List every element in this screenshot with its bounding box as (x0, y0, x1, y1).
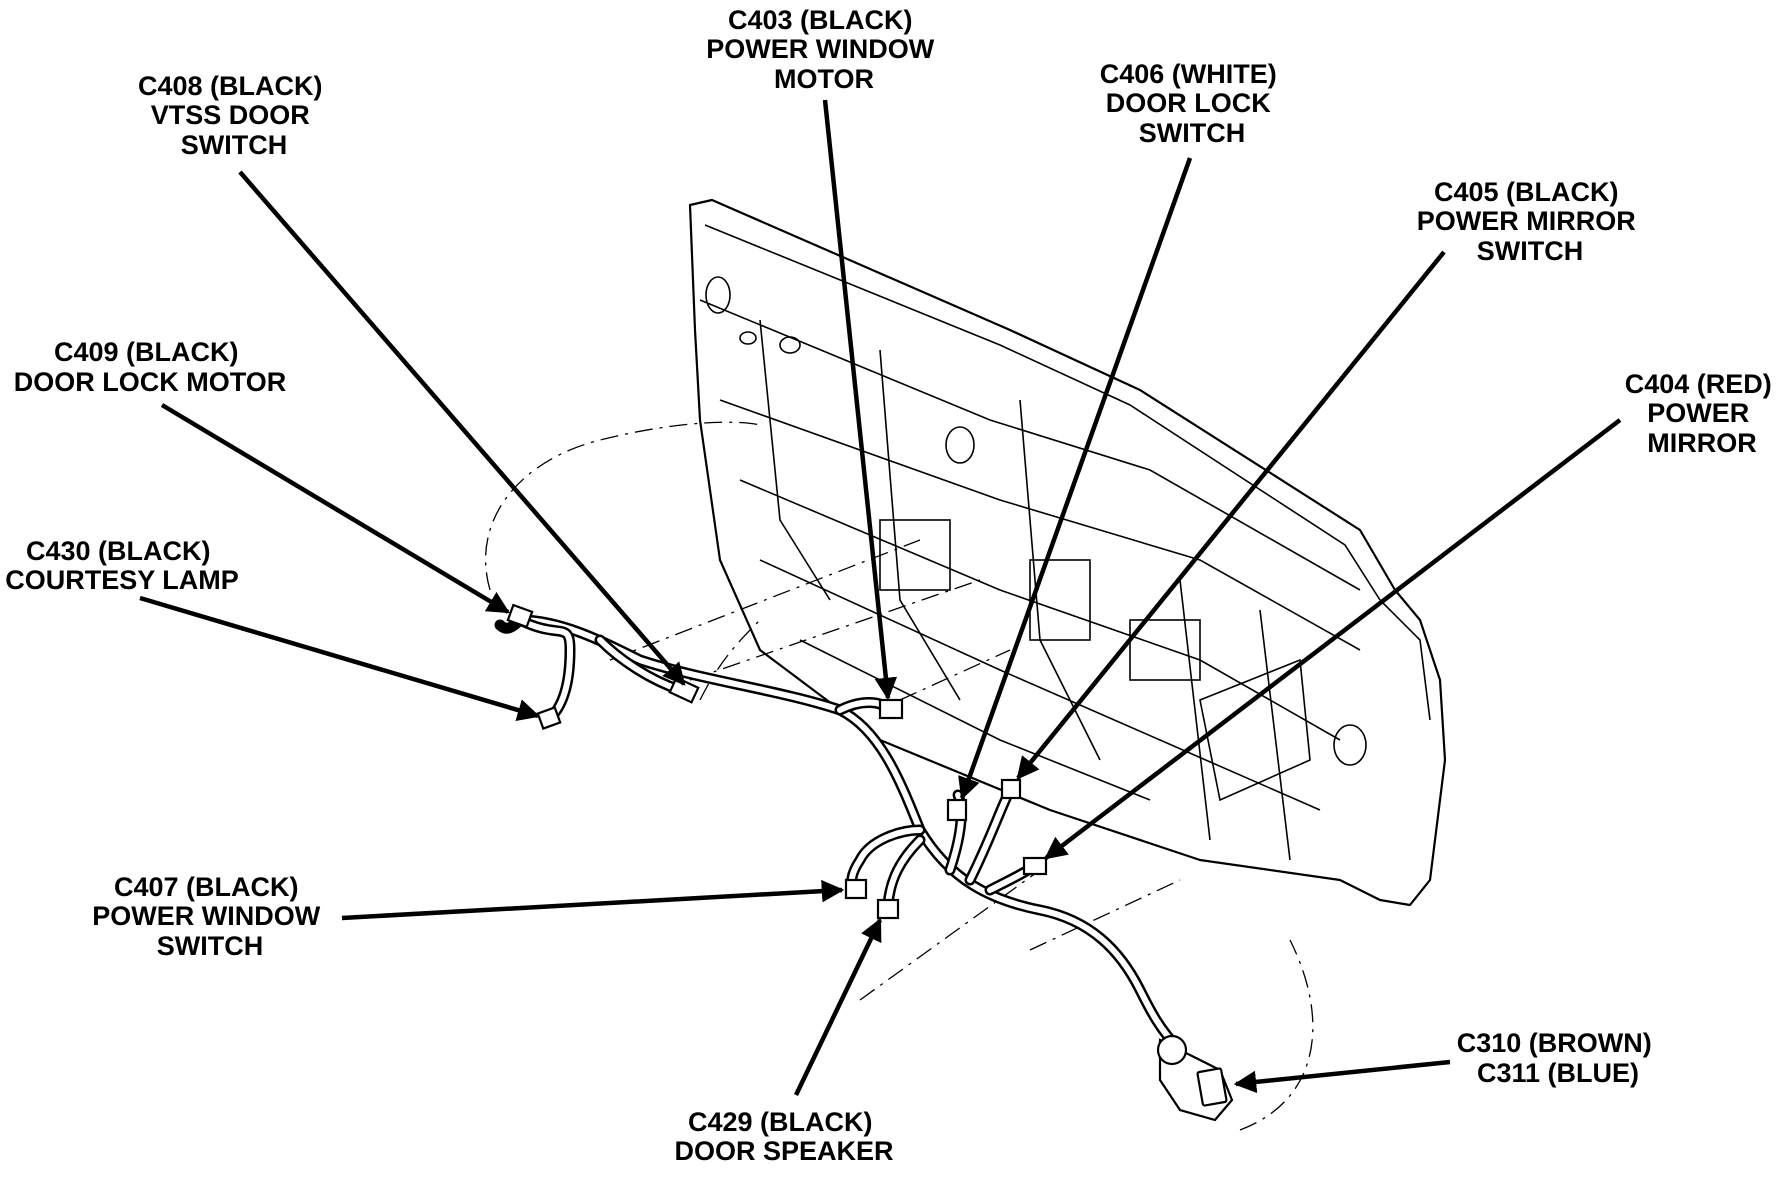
label-c429: C429 (BLACK) DOOR SPEAKER (674, 1107, 893, 1166)
connector-c406 (946, 798, 968, 822)
label-c407: C407 (BLACK) POWER WINDOW SWITCH (92, 872, 328, 961)
label-c404: C404 (RED) POWER MIRROR (1625, 369, 1776, 458)
label-c430: C430 (BLACK) COURTESY LAMP (5, 536, 239, 595)
connector-c430 (536, 705, 562, 731)
connector-c429 (876, 898, 900, 920)
leader-c404 (1044, 418, 1622, 860)
door-panel (688, 198, 1447, 907)
connector-c405 (1000, 778, 1022, 800)
label-c406: C406 (WHITE) DOOR LOCK SWITCH (1100, 59, 1285, 148)
label-c405: C405 (BLACK) POWER MIRROR SWITCH (1417, 177, 1644, 266)
leader-c407 (341, 879, 845, 921)
wiring-harness (494, 614, 1186, 1056)
connector-c407 (844, 878, 868, 900)
label-c310-c311: C310 (BROWN) C311 (BLUE) (1457, 1028, 1660, 1088)
leader-c310 (1233, 1059, 1451, 1094)
callout-labels: C408 (BLACK) VTSS DOOR SWITCH C403 (BLAC… (5, 5, 1776, 1166)
leader-c406 (958, 157, 1193, 801)
leader-c408 (238, 170, 686, 686)
connectors (506, 603, 1234, 1122)
connector-c404 (1022, 856, 1048, 876)
label-c408: C408 (BLACK) VTSS DOOR SWITCH (138, 71, 330, 160)
label-c403: C403 (BLACK) POWER WINDOW MOTOR (706, 5, 942, 94)
dashed-locator-lines (485, 421, 1314, 1131)
connector-c409 (506, 603, 534, 629)
leader-c405 (1016, 250, 1446, 780)
leader-c430 (139, 595, 541, 722)
leader-c403 (822, 99, 898, 701)
leader-c429 (793, 917, 883, 1096)
connector-c403 (878, 698, 904, 720)
leader-c409 (160, 403, 510, 614)
label-c409: C409 (BLACK) DOOR LOCK MOTOR (14, 337, 287, 397)
leader-lines (139, 99, 1622, 1096)
